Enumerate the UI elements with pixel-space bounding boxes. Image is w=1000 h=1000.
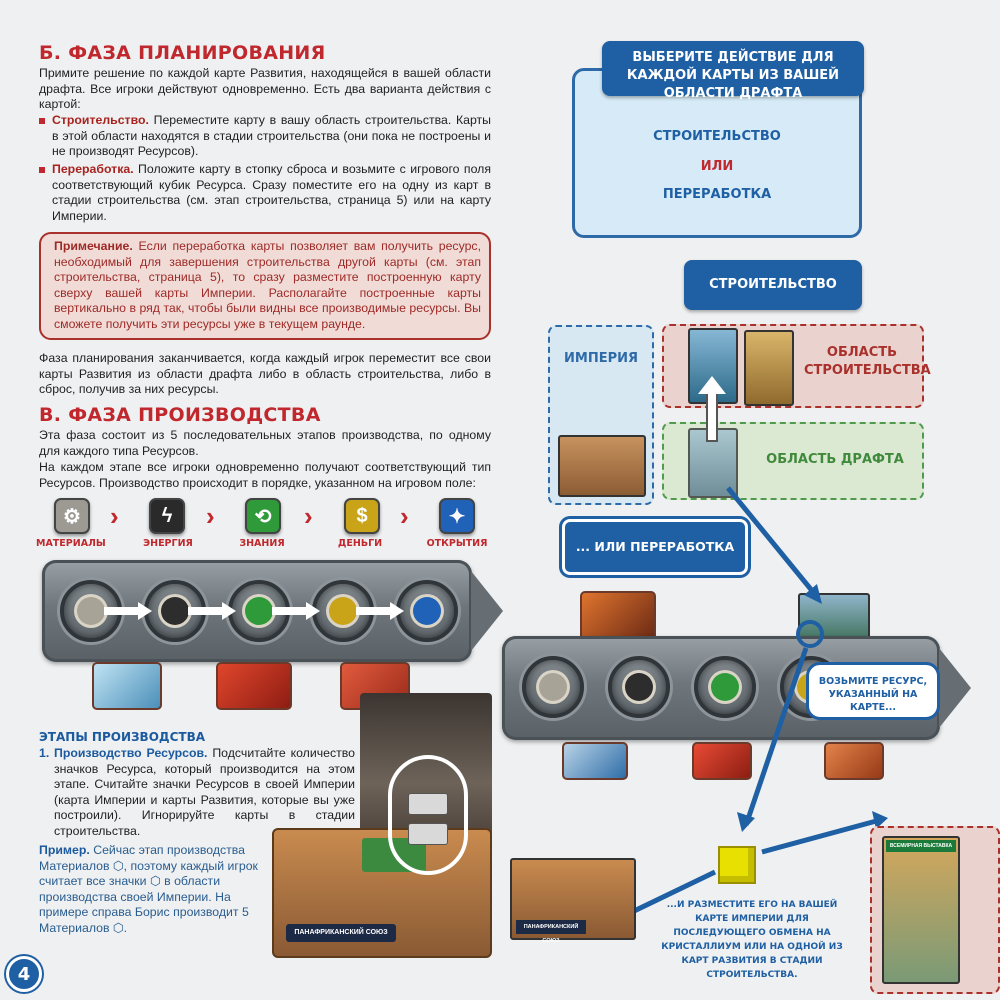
- note-box: Примечание. Если переработка карты позво…: [39, 232, 491, 340]
- discovery-dial: [396, 580, 458, 642]
- resource-pile: [824, 742, 884, 780]
- gear-icon: ⚙: [54, 498, 90, 534]
- construction-zone-mini: ВСЕМИРНАЯ ВЫСТАВКА: [870, 826, 1000, 994]
- resource-pile: [562, 742, 628, 780]
- up-arrow-icon: [698, 376, 726, 394]
- highlight-oval: [388, 755, 468, 875]
- order-arrow: [188, 602, 236, 620]
- board-tip: [939, 648, 971, 728]
- label-knowledge: ЗНАНИЯ: [239, 538, 285, 549]
- chevron-right-icon: ›: [206, 501, 215, 531]
- empire-card: ПАНАФРИКАНСКИЙ СОЮЗ: [272, 828, 492, 958]
- action-choice-box: СТРОИТЕЛЬСТВО ИЛИ ПЕРЕРАБОТКА: [572, 68, 862, 238]
- example-block: Пример. Сейчас этап производства Материа…: [39, 843, 263, 936]
- stage-item-text: Подсчитайте количество значков Ресурса, …: [54, 746, 355, 838]
- bullet-marker: [39, 118, 45, 124]
- knowledge-cube-icon: [718, 846, 756, 884]
- resource-materials: ⚙: [54, 498, 90, 534]
- stage-item-num: 1.: [39, 746, 50, 760]
- build-caption: СТРОИТЕЛЬСТВО: [684, 260, 862, 310]
- resource-energy: ϟ: [149, 498, 185, 534]
- phase-c-p2: На каждом этапе все игроки одновременно …: [39, 460, 491, 490]
- stage-item-term: Производство Ресурсов.: [54, 746, 208, 760]
- label-materials: МАТЕРИАЛЫ: [36, 538, 106, 549]
- empire-zone: ИМПЕРИЯ: [548, 325, 654, 505]
- label-money: ДЕНЬГИ: [337, 538, 383, 549]
- construction-zone-label: ОБЛАСТЬ СТРОИТЕЛЬСТВА: [804, 345, 931, 378]
- empire-card-title: ПАНАФРИКАНСКИЙ СОЮЗ: [286, 924, 396, 942]
- board-tip: [471, 571, 503, 651]
- build-desc: Переместите карту в вашу область строите…: [52, 113, 491, 158]
- example-term: Пример.: [39, 843, 90, 857]
- bullet-build: Строительство. Переместите карту в вашу …: [39, 113, 491, 160]
- note-text: Если переработка карты позволяет вам пол…: [54, 239, 481, 331]
- development-card: ВСЕМИРНАЯ ВЫСТАВКА: [882, 836, 960, 984]
- phase-b-intro: Примите решение по каждой карте Развития…: [39, 66, 491, 111]
- phase-c-title: В. ФАЗА ПРОИЗВОДСТВА: [39, 404, 321, 426]
- move-arrow-shaft: [706, 392, 718, 442]
- construction-card: [744, 330, 794, 406]
- recycle-caption: ... ИЛИ ПЕРЕРАБОТКА: [562, 519, 748, 575]
- phase-b-title: Б. ФАЗА ПЛАНИРОВАНИЯ: [39, 42, 326, 64]
- chevron-right-icon: ›: [110, 501, 119, 531]
- chevron-right-icon: ›: [304, 501, 313, 531]
- order-arrow: [356, 602, 404, 620]
- page-number: 4: [6, 956, 42, 992]
- materials-icons: [408, 793, 448, 815]
- order-arrow: [272, 602, 320, 620]
- empire-zone-label: ИМПЕРИЯ: [564, 351, 638, 366]
- draft-zone: ОБЛАСТЬ ДРАФТА: [662, 422, 924, 500]
- character-card-image: [216, 662, 292, 710]
- stages-title: ЭТАПЫ ПРОИЗВОДСТВА: [39, 730, 206, 744]
- construction-zone: ОБЛАСТЬ СТРОИТЕЛЬСТВА: [662, 324, 931, 408]
- resource-pile: [692, 742, 752, 780]
- production-board: [42, 560, 472, 662]
- resource-discovery: ✦: [439, 498, 475, 534]
- build-term: Строительство.: [52, 113, 149, 127]
- option-or: ИЛИ: [700, 159, 734, 174]
- bullet-marker: [39, 167, 45, 173]
- resource-order: ⚙ › ϟ › ⟲ › $ › ✦: [48, 498, 498, 552]
- recycle-term: Переработка.: [52, 162, 134, 176]
- option-build: СТРОИТЕЛЬСТВО: [653, 129, 781, 144]
- phase-c-p1: Эта фаза состоит из 5 последовательных э…: [39, 428, 491, 458]
- materials-icons: [408, 823, 448, 845]
- materials-dial: [522, 656, 584, 718]
- bullet-build-text: Строительство. Переместите карту в вашу …: [52, 113, 491, 160]
- label-energy: ЭНЕРГИЯ: [143, 538, 193, 549]
- order-arrow: [104, 602, 152, 620]
- stage-item-body: Производство Ресурсов. Подсчитайте колич…: [54, 746, 355, 839]
- top-caption: ВЫБЕРИТЕ ДЕЙСТВИЕ ДЛЯ КАЖДОЙ КАРТЫ ИЗ ВА…: [602, 41, 864, 101]
- recycle-desc: Положите карту в стопку сброса и возьмит…: [52, 162, 491, 223]
- resource-knowledge: ⟲: [245, 498, 281, 534]
- empire-mini-card: [558, 435, 646, 497]
- bullet-recycle-text: Переработка. Положите карту в стопку сбр…: [52, 162, 491, 224]
- phase-b-outro: Фаза планирования заканчивается, когда к…: [39, 351, 491, 396]
- option-recycle: ПЕРЕРАБОТКА: [662, 187, 772, 202]
- character-card-image: [92, 662, 162, 710]
- chevron-right-icon: ›: [400, 501, 409, 531]
- star-icon: ✦: [439, 498, 475, 534]
- energy-dial: [608, 656, 670, 718]
- note-term: Примечание.: [54, 239, 133, 253]
- lightning-icon: ϟ: [149, 498, 185, 534]
- empire-card-title: ПАНАФРИКАНСКИЙ СОЮЗ: [516, 920, 586, 944]
- empire-card-right: ПАНАФРИКАНСКИЙ СОЮЗ: [510, 858, 636, 944]
- atom-icon: ⟲: [245, 498, 281, 534]
- label-discovery: ОТКРЫТИЯ: [426, 538, 488, 549]
- resource-money: $: [344, 498, 380, 534]
- stage-item-1: 1. Производство Ресурсов. Подсчитайте ко…: [39, 746, 355, 839]
- example-text: Сейчас этап производства Материалов ⬡, п…: [39, 843, 258, 935]
- place-resource-text: ...И РАЗМЕСТИТЕ ЕГО НА ВАШЕЙ КАРТЕ ИМПЕР…: [661, 900, 843, 980]
- take-resource-callout: ВОЗЬМИТЕ РЕСУРС, УКАЗАННЫЙ НА КАРТЕ...: [806, 662, 940, 720]
- bullet-recycle: Переработка. Положите карту в стопку сбр…: [39, 162, 491, 224]
- dollar-icon: $: [344, 498, 380, 534]
- draft-zone-label: ОБЛАСТЬ ДРАФТА: [766, 452, 904, 467]
- knowledge-dial: [694, 656, 756, 718]
- development-card-title: ВСЕМИРНАЯ ВЫСТАВКА: [886, 840, 956, 852]
